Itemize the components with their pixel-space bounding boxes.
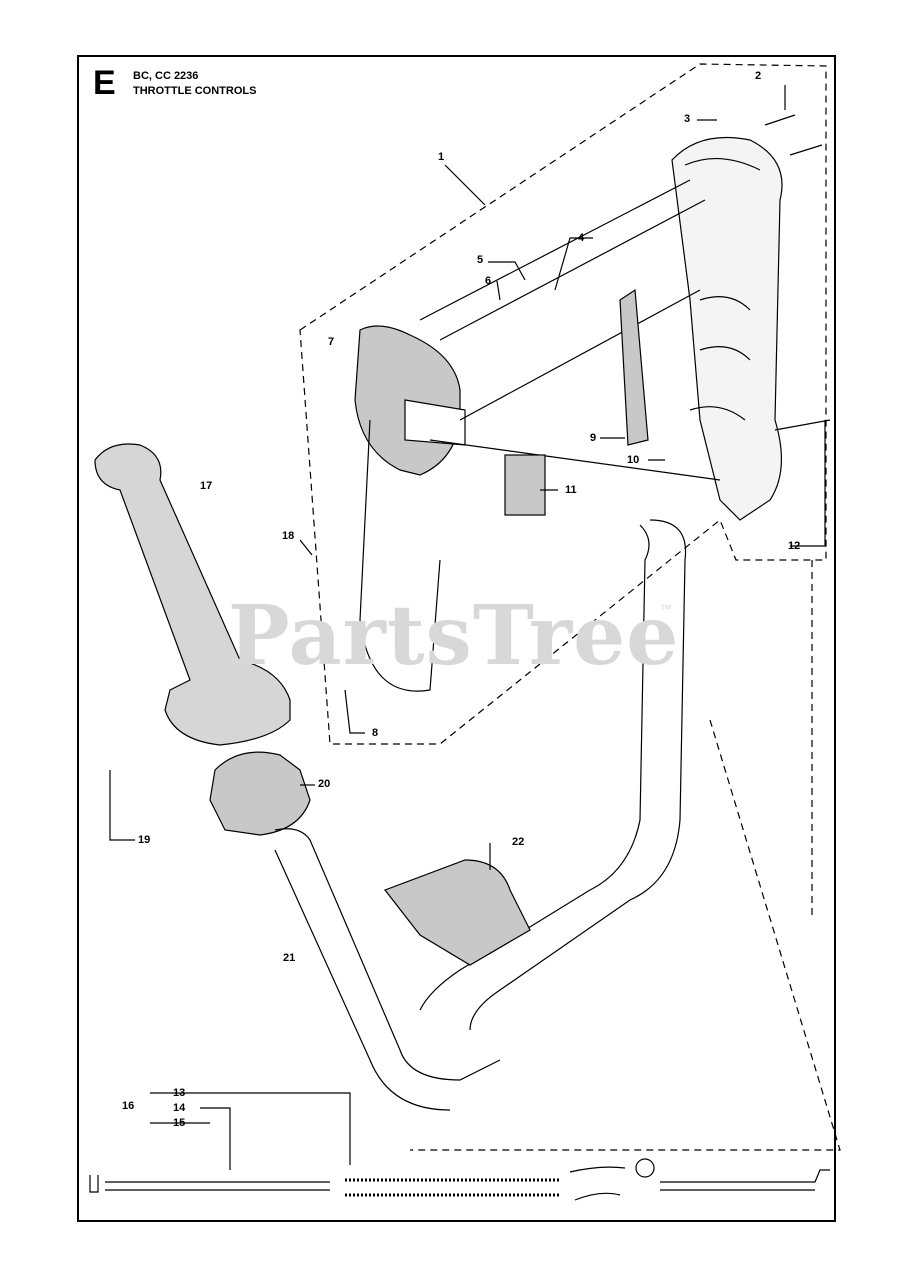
callout-12: 12 bbox=[788, 540, 801, 552]
bolt-2b bbox=[789, 144, 823, 156]
section-title: THROTTLE CONTROLS bbox=[133, 85, 257, 97]
bracket-22 bbox=[384, 859, 531, 966]
leader-19 bbox=[109, 770, 135, 841]
watermark-text: PartsTree bbox=[228, 588, 680, 684]
callout-6: 6 bbox=[485, 275, 492, 287]
callout-14: 14 bbox=[173, 1102, 186, 1114]
cable-eyelet bbox=[635, 1158, 655, 1178]
callout-17: 17 bbox=[200, 480, 213, 492]
leader-5 bbox=[488, 261, 526, 281]
callout-7: 7 bbox=[328, 336, 335, 348]
callout-10: 10 bbox=[627, 454, 640, 466]
callout-2: 2 bbox=[755, 70, 762, 82]
leader-18 bbox=[299, 539, 313, 556]
callout-8: 8 bbox=[372, 727, 379, 739]
callout-22: 22 bbox=[512, 836, 525, 848]
callout-18: 18 bbox=[282, 530, 295, 542]
lower-handle bbox=[359, 419, 441, 692]
callout-19: 19 bbox=[138, 834, 151, 846]
leader-6 bbox=[496, 280, 501, 301]
bolt-12 bbox=[774, 419, 831, 431]
callout-9: 9 bbox=[590, 432, 597, 444]
callout-5: 5 bbox=[477, 254, 484, 266]
cable-assembly bbox=[105, 1181, 330, 1191]
tube-21 bbox=[274, 828, 501, 1081]
callout-11: 11 bbox=[565, 484, 577, 496]
callout-3: 3 bbox=[684, 113, 691, 125]
clamp-20 bbox=[209, 751, 311, 836]
watermark-trademark: ™ bbox=[660, 602, 672, 616]
assembly-outline-1 bbox=[299, 63, 827, 745]
model-title: BC, CC 2236 bbox=[133, 70, 199, 82]
section-letter: E bbox=[93, 64, 116, 102]
callout-21: 21 bbox=[283, 952, 296, 964]
callout-13: 13 bbox=[173, 1087, 186, 1099]
bolt-2a bbox=[764, 114, 796, 126]
leader-14 bbox=[200, 1107, 231, 1170]
diagram-frame bbox=[77, 55, 836, 1222]
leader-12 bbox=[790, 420, 826, 547]
throttle-trigger bbox=[619, 288, 649, 446]
leader-13 bbox=[150, 1092, 351, 1165]
callout-20: 20 bbox=[318, 778, 331, 790]
leader-1 bbox=[444, 164, 486, 206]
right-handle-housing bbox=[671, 137, 783, 521]
loop-tube bbox=[469, 519, 687, 1031]
stop-switch bbox=[504, 454, 546, 516]
leader-4 bbox=[554, 237, 593, 291]
callout-1: 1 bbox=[438, 151, 445, 163]
handle-17 bbox=[94, 443, 291, 746]
leader-8 bbox=[344, 689, 365, 734]
callout-15: 15 bbox=[173, 1117, 186, 1129]
callout-4: 4 bbox=[578, 232, 585, 244]
assembly-outline-lower bbox=[410, 719, 841, 1151]
callout-16: 16 bbox=[122, 1100, 135, 1112]
